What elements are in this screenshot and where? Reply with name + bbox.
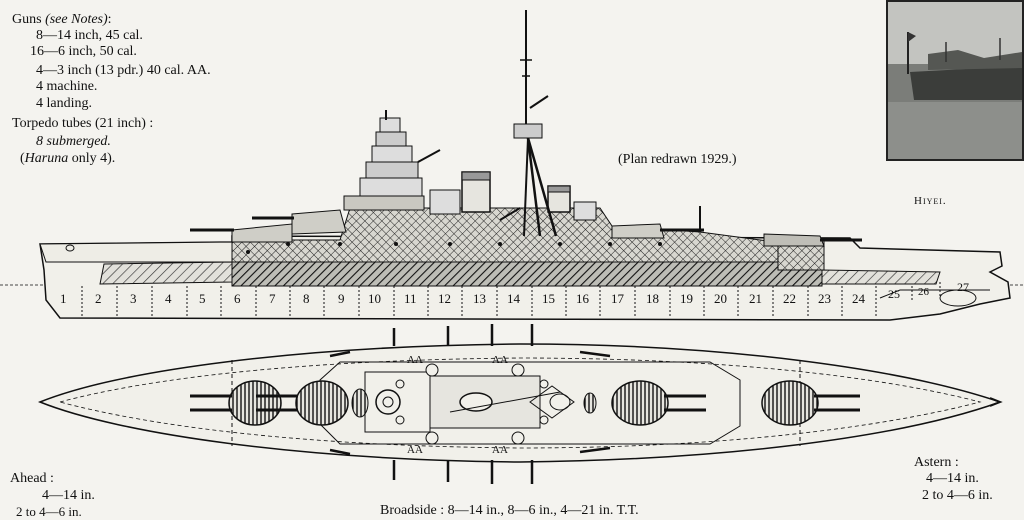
funnels — [461, 171, 597, 221]
astern-label: Astern : — [914, 455, 959, 470]
frame-number: 13 — [473, 291, 486, 306]
frame-number: 19 — [680, 291, 693, 306]
frame-number: 7 — [269, 291, 276, 306]
photo-caption: Hiyei. — [914, 195, 947, 207]
ahead-line-1: 4—14 in. — [42, 488, 95, 503]
frame-number: 1 — [60, 291, 67, 306]
casemate-guns — [329, 324, 611, 484]
torpedo-line-1: 8 submerged. — [36, 134, 111, 149]
plan-view — [37, 324, 1003, 484]
aa-label: AA — [407, 354, 423, 366]
frame-number: 27 — [957, 280, 969, 294]
plan-note: (Plan redrawn 1929.) — [618, 152, 737, 167]
frame-number: 23 — [818, 291, 831, 306]
ship-photo-content — [888, 2, 1022, 159]
main-belt — [231, 261, 823, 287]
frame-number: 2 — [95, 291, 102, 306]
frame-number: 8 — [303, 291, 310, 306]
gun-line-2: 16—6 inch, 50 cal. — [30, 44, 137, 59]
astern-line-2: 2 to 4—6 in. — [922, 488, 993, 503]
stern-belt — [821, 269, 941, 285]
frame-number: 12 — [438, 291, 451, 306]
frame-number: 16 — [576, 291, 589, 306]
frame-number: 20 — [714, 291, 727, 306]
guns-note: (see Notes) — [45, 12, 108, 27]
ship-photo — [886, 0, 1024, 161]
aa-label: AA — [407, 444, 423, 456]
guns-heading: Guns (see Notes): — [12, 12, 112, 27]
ahead-line-2: 2 to 4—6 in. — [16, 504, 82, 519]
bow-belt — [99, 261, 233, 285]
broadside-text: Broadside : 8—14 in., 8—6 in., 4—21 in. … — [380, 503, 639, 518]
frame-number: 18 — [646, 291, 659, 306]
frame-number: 10 — [368, 291, 381, 306]
gun-line-4: 4 machine. — [36, 79, 98, 94]
frame-number: 14 — [507, 291, 520, 306]
frame-number: 22 — [783, 291, 796, 306]
gun-line-5: 4 landing. — [36, 96, 92, 111]
gun-line-3: 4—3 inch (13 pdr.) 40 cal. AA. — [36, 63, 211, 78]
frame-number: 25 — [888, 287, 900, 301]
portholes — [246, 242, 662, 254]
torpedo-heading: Torpedo tubes (21 inch) : — [12, 116, 154, 131]
main-mast — [429, 10, 558, 237]
frame-number: 6 — [234, 291, 241, 306]
frame-dividers — [81, 282, 941, 316]
profile-view — [0, 10, 1024, 321]
frame-number: 11 — [404, 291, 417, 306]
plan-barrels — [190, 394, 860, 412]
frame-number: 17 — [611, 291, 624, 306]
astern-line-1: 4—14 in. — [926, 471, 979, 486]
torpedo-line-2: (Haruna only 4). — [20, 151, 116, 166]
frame-number: 9 — [338, 291, 345, 306]
aa-label: AA — [492, 354, 508, 366]
fore-tower — [343, 110, 441, 211]
frame-number: 4 — [165, 291, 172, 306]
frame-number: 3 — [130, 291, 137, 306]
frame-number: 21 — [749, 291, 762, 306]
gun-line-1: 8—14 inch, 45 cal. — [36, 28, 143, 43]
ahead-label: Ahead : — [10, 471, 54, 486]
aa-label: AA — [492, 444, 508, 456]
frame-number: 5 — [199, 291, 206, 306]
aa-mounts — [395, 363, 549, 445]
plan-turrets — [228, 380, 819, 426]
frame-number: 24 — [852, 291, 865, 306]
frame-number: 15 — [542, 291, 555, 306]
frame-number: 26 — [918, 286, 929, 298]
